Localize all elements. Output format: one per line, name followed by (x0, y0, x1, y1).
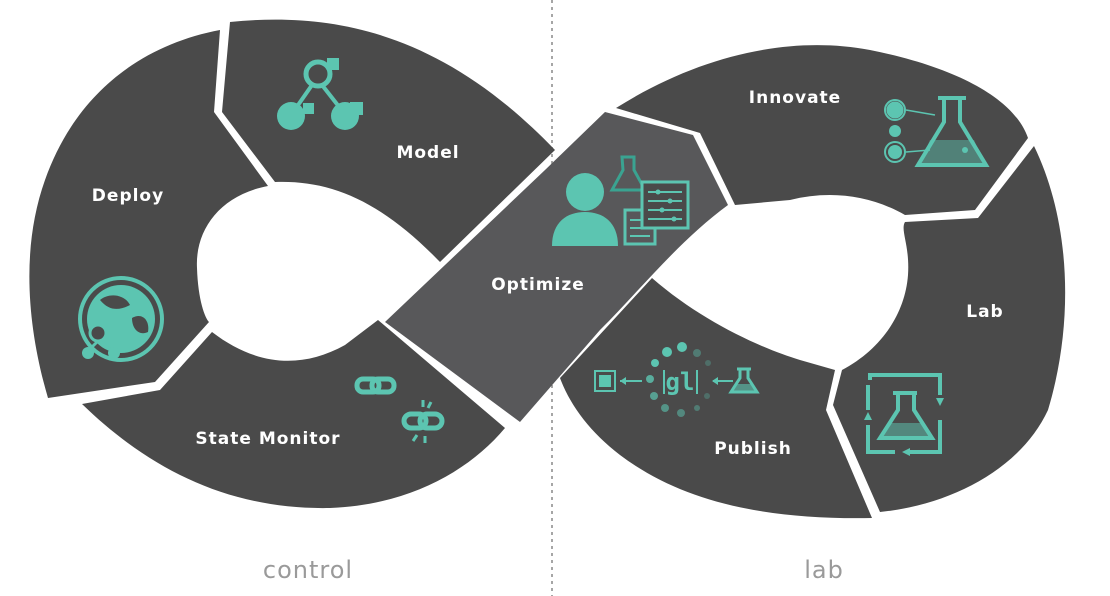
chain-link-icon (354, 376, 445, 443)
label-state-monitor: State Monitor (195, 429, 340, 449)
svg-text:gl: gl (666, 368, 695, 396)
flask-cycle-icon (864, 373, 944, 456)
segment-state-monitor[interactable] (82, 320, 505, 509)
gl-publish-icon: gl (594, 342, 760, 417)
segment-innovate[interactable] (616, 45, 1028, 216)
segment-publish[interactable] (560, 278, 872, 519)
label-lab: Lab (966, 302, 1003, 322)
model-graph-icon (277, 58, 363, 130)
section-label-control: control (263, 556, 353, 584)
nodes-flask-icon (884, 96, 990, 167)
label-innovate: Innovate (749, 88, 841, 108)
section-label-lab: lab (804, 556, 844, 584)
label-deploy: Deploy (92, 186, 164, 206)
globe-network-icon (78, 276, 164, 362)
user-flask-settings-icon (552, 155, 690, 246)
label-optimize: Optimize (491, 275, 585, 295)
label-model: Model (396, 143, 459, 163)
segment-deploy[interactable] (29, 30, 268, 398)
label-publish: Publish (714, 439, 792, 459)
